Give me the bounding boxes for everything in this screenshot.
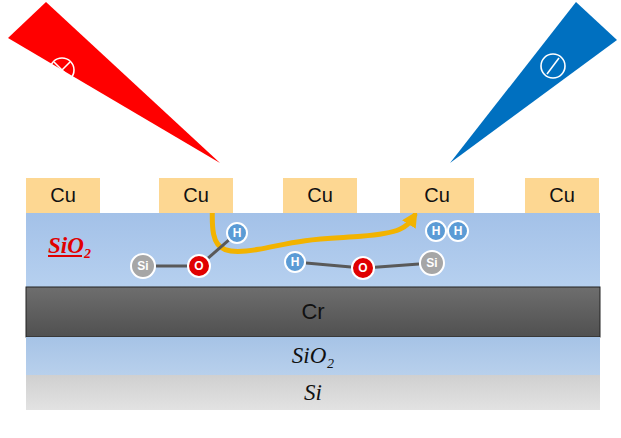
atom-symbol: O bbox=[194, 259, 203, 273]
layer-band: Si bbox=[26, 375, 600, 410]
layer-name: Cu bbox=[50, 184, 76, 207]
layer-label: SiO₂ bbox=[48, 233, 92, 259]
plus-symbol bbox=[50, 58, 74, 82]
si-substrate bbox=[26, 375, 600, 410]
atom-circle: H bbox=[447, 220, 469, 242]
copper-electrode: Cu bbox=[159, 178, 233, 213]
plus-symbol bbox=[54, 62, 70, 78]
atom-circle: Si bbox=[130, 253, 156, 279]
layer-name: Cu bbox=[424, 184, 450, 207]
atom-symbol: Si bbox=[137, 259, 148, 273]
chemical-bond bbox=[306, 263, 351, 267]
positive-probe bbox=[8, 2, 220, 163]
atom-circle: H bbox=[226, 222, 248, 244]
plus-symbol bbox=[54, 62, 70, 78]
copper-electrode: Cu bbox=[525, 178, 599, 213]
atom-symbol: Si bbox=[426, 256, 437, 270]
atom-symbol: H bbox=[291, 255, 300, 269]
cr-layer bbox=[26, 287, 600, 337]
layer-band: SiO₂ bbox=[26, 337, 600, 375]
chemical-bond bbox=[375, 264, 419, 267]
minus-symbol bbox=[547, 58, 559, 74]
atom-circle: Si bbox=[419, 250, 445, 276]
layer-name: Si bbox=[304, 380, 322, 406]
sio2-layer bbox=[26, 337, 600, 375]
atom-circle: H bbox=[425, 220, 447, 242]
atom-symbol: H bbox=[432, 224, 441, 238]
minus-symbol bbox=[541, 54, 565, 78]
layer-name: SiO₂ bbox=[292, 343, 335, 369]
atom-circle: O bbox=[351, 256, 375, 280]
negative-probe bbox=[450, 2, 617, 163]
copper-electrode: Cu bbox=[283, 178, 357, 213]
layer-band: Cr bbox=[26, 287, 600, 337]
copper-electrode: Cu bbox=[26, 178, 100, 213]
sio2-top-layer bbox=[26, 213, 600, 287]
hydrogen-migration-arrow bbox=[212, 213, 415, 251]
atom-circle: O bbox=[187, 254, 211, 278]
atom-symbol: H bbox=[454, 224, 463, 238]
copper-electrode: Cu bbox=[400, 178, 474, 213]
layer-name: Cu bbox=[307, 184, 333, 207]
layer-name: Cu bbox=[183, 184, 209, 207]
chemical-bond bbox=[208, 240, 229, 258]
atom-symbol: H bbox=[233, 226, 242, 240]
chemical-bond bbox=[156, 265, 187, 268]
atom-symbol: O bbox=[358, 261, 367, 275]
layer-name: Cu bbox=[549, 184, 575, 207]
atom-circle: H bbox=[284, 251, 306, 273]
layer-name: Cr bbox=[301, 299, 324, 325]
sio2-layer-region: SiO₂SiOHHOSiHH bbox=[26, 213, 600, 287]
